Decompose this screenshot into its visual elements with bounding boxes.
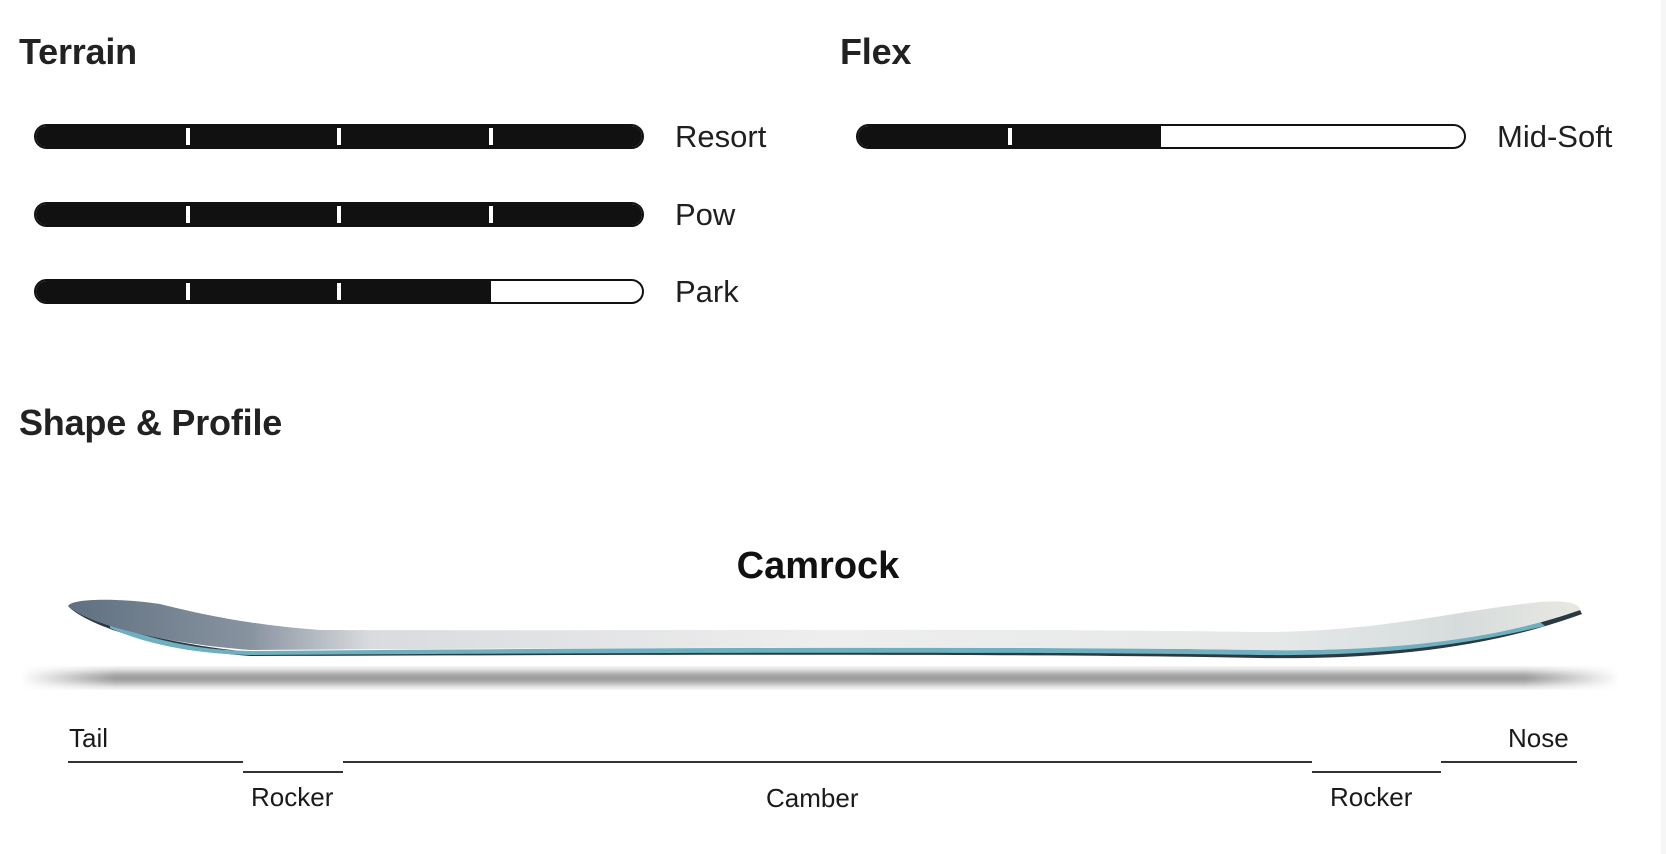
meter-segment-divider bbox=[337, 283, 341, 300]
rocker-label-nose: Rocker bbox=[1330, 782, 1413, 812]
tail-label: Tail bbox=[69, 723, 109, 753]
nose-line bbox=[1441, 761, 1577, 763]
shape-profile-heading: Shape & Profile bbox=[19, 402, 283, 443]
meter-segment-divider bbox=[337, 128, 341, 145]
terrain-meter-pow bbox=[34, 202, 644, 227]
camber-label: Camber bbox=[766, 783, 859, 813]
board-topsheet bbox=[68, 599, 1580, 651]
tail-line bbox=[68, 761, 243, 763]
camber-line bbox=[343, 761, 1312, 763]
flex-label: Mid-Soft bbox=[1497, 119, 1613, 154]
flex-heading: Flex bbox=[840, 31, 912, 72]
terrain-heading: Terrain bbox=[19, 31, 137, 72]
meter-segment-divider bbox=[488, 206, 493, 223]
scrollbar-track[interactable] bbox=[1661, 0, 1666, 854]
board-shadow bbox=[20, 668, 1620, 688]
rocker-line-tail bbox=[243, 771, 343, 773]
terrain-meter-park bbox=[34, 279, 644, 304]
meter-segment-divider bbox=[337, 206, 341, 223]
profile-name: Camrock bbox=[736, 545, 900, 587]
meter-segment-divider bbox=[185, 283, 190, 300]
snowboard-image bbox=[0, 580, 1660, 710]
snowboard-icon bbox=[20, 599, 1620, 688]
meter-segment-divider bbox=[488, 128, 493, 145]
board-sidewall bbox=[110, 622, 1545, 656]
meter-segment-divider bbox=[185, 206, 190, 223]
meter-segment-divider bbox=[1007, 128, 1012, 145]
rocker-label-tail: Rocker bbox=[251, 782, 334, 812]
flex-meter bbox=[856, 124, 1466, 149]
meter-fill bbox=[36, 281, 491, 302]
terrain-label-pow: Pow bbox=[675, 197, 736, 232]
meter-segment-divider bbox=[185, 128, 190, 145]
terrain-meter-resort bbox=[34, 124, 644, 149]
terrain-label-park: Park bbox=[675, 274, 739, 309]
terrain-label-resort: Resort bbox=[675, 119, 767, 154]
nose-label: Nose bbox=[1508, 723, 1569, 753]
rocker-line-nose bbox=[1312, 771, 1441, 773]
